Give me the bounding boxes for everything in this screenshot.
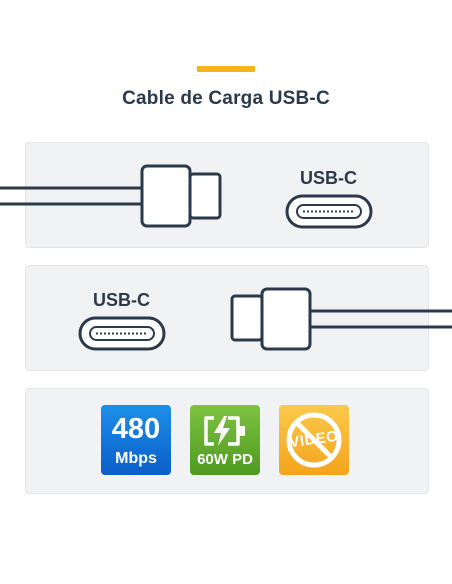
power-delivery-badge: 60W PD — [190, 405, 260, 475]
no-video-badge: VIDEO — [279, 405, 349, 475]
power-label: 60W PD — [197, 451, 253, 468]
speed-value: 480 — [111, 413, 161, 445]
cable-panel-left-plug — [25, 142, 429, 248]
port-label-usb-c: USB-C — [93, 290, 150, 310]
title-accent-bar — [197, 66, 255, 72]
data-speed-badge: 480 Mbps — [101, 405, 171, 475]
speed-unit: Mbps — [115, 450, 157, 467]
battery-charging-icon — [204, 416, 245, 446]
no-video-icon — [286, 412, 342, 468]
page-title: Cable de Carga USB-C — [122, 88, 330, 109]
port-label-usb-c: USB-C — [300, 168, 357, 188]
